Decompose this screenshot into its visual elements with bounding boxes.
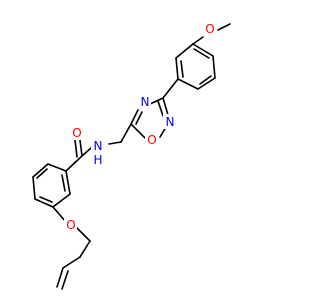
- bond-oxa-c5-n4: [130, 109, 139, 125]
- bond-allyl-3-double: [61, 270, 69, 290]
- bond-ring1-inner-2: [199, 75, 212, 85]
- atom-o-ring: O: [147, 133, 156, 147]
- bond-ring2-5: [52, 193, 71, 208]
- structure-svg: O N N O N H O O: [32, 22, 231, 290]
- bond-ring1-1: [175, 43, 194, 59]
- bond-ring-oether: [52, 206, 67, 223]
- atom-n-ring-bottom: N: [166, 115, 175, 129]
- bond-oxa-o1-c5: [130, 123, 146, 139]
- bond-carbonyl-o-double: [74, 139, 78, 158]
- bond-nh-carbonyl: [81, 147, 92, 157]
- bond-ch2-nh: [108, 141, 122, 145]
- molecule-diagram: O N N O N H O O: [32, 22, 231, 290]
- bond-oether-ch2: [75, 226, 91, 242]
- bond-ring1-4: [197, 77, 216, 90]
- bond-allyl-1: [79, 240, 91, 258]
- bond-ring2-4: [34, 198, 54, 208]
- bond-phenyl-oxadiazole: [162, 78, 179, 99]
- bond-ring2-inner-3: [61, 174, 66, 192]
- bond-o-phenyl: [192, 36, 204, 45]
- bond-ring1-inner-1: [180, 60, 184, 78]
- bond-ring1-5: [212, 55, 216, 79]
- atom-labels: O N N O N H O O: [64, 22, 217, 232]
- atom-o-ether: O: [66, 218, 75, 232]
- bond-oxa-c3-n2-double: [157, 100, 164, 117]
- bond-ring1-2: [175, 57, 179, 80]
- bond-ring2-1: [47, 163, 67, 172]
- bond-allyl-3: [56, 267, 64, 288]
- bond-c5-ch2: [120, 123, 132, 143]
- bonds: [32, 23, 231, 290]
- bond-oxa-n4-c3: [149, 97, 164, 105]
- bond-ring1-3: [177, 78, 199, 90]
- atom-o-carbonyl: O: [72, 126, 81, 140]
- atom-n-amide: N: [94, 139, 103, 153]
- bond-allyl-2: [62, 256, 81, 269]
- bond-oxa-c3-n2: [162, 97, 169, 116]
- bond-ring2-inner-2: [39, 196, 53, 203]
- atom-n-ring-top: N: [141, 95, 150, 109]
- bond-carbonyl-ring: [65, 155, 83, 172]
- bond-ring2-6: [65, 170, 71, 195]
- bond-ring2-3: [32, 176, 36, 200]
- bond-oxa-c5-n4-double: [135, 111, 143, 125]
- bond-ring2-inner-1: [36, 168, 48, 179]
- bond-ring2-2: [32, 163, 49, 178]
- bond-ring1-6: [192, 43, 214, 57]
- bond-methyl-o: [217, 23, 231, 31]
- bond-ring1-inner-3: [193, 48, 210, 59]
- bond-carbonyl-o: [79, 139, 83, 157]
- atom-h-amide: H: [93, 153, 102, 167]
- atom-o-methoxy: O: [205, 22, 214, 36]
